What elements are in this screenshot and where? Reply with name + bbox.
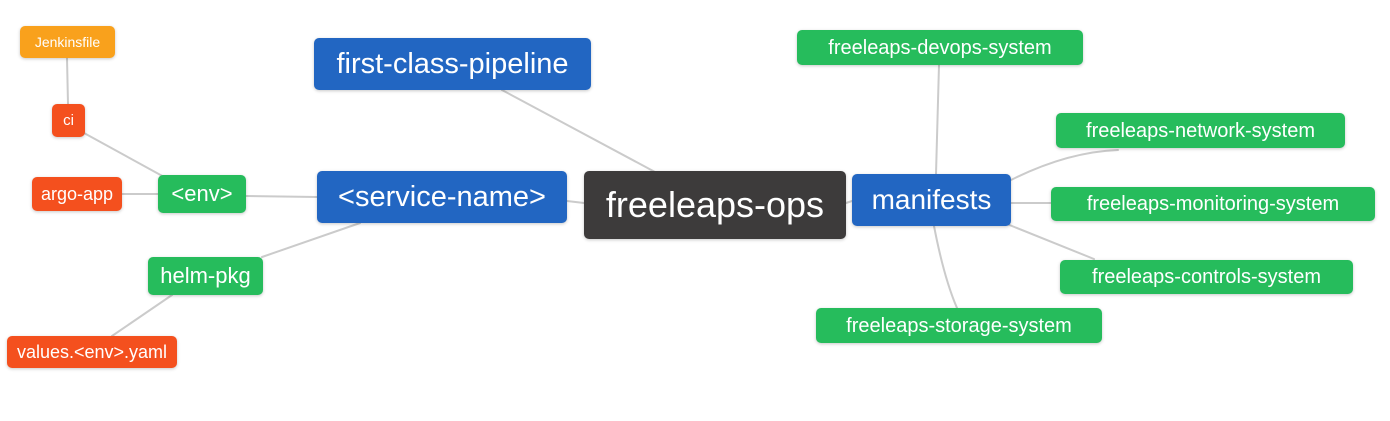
node-env[interactable]: <env> [158,175,246,213]
node-freeleaps-monitoring-system[interactable]: freeleaps-monitoring-system [1051,187,1375,221]
node-helm-pkg[interactable]: helm-pkg [148,257,263,295]
node-freeleaps-controls-system[interactable]: freeleaps-controls-system [1060,260,1353,294]
node-manifests[interactable]: manifests [852,174,1011,226]
edge-servicename-helmpkg [261,222,361,258]
node-freeleaps-network-system[interactable]: freeleaps-network-system [1056,113,1345,148]
node-freeleaps-devops-system[interactable]: freeleaps-devops-system [797,30,1083,65]
edge-manifests-controls [1006,223,1095,260]
edge-env-servicename [245,195,318,198]
edge-manifests-storage [933,225,958,309]
edge-helmpkg-values [111,294,173,337]
edge-jenkinsfile-ci [66,57,69,105]
node-jenkinsfile[interactable]: Jenkinsfile [20,26,115,58]
node-service-name[interactable]: <service-name> [317,171,567,223]
node-freeleaps-ops[interactable]: freeleaps-ops [584,171,846,239]
node-first-class-pipeline[interactable]: first-class-pipeline [314,38,591,90]
edge-ci-env [83,132,167,179]
edge-servicename-ops [566,200,585,204]
edge-ops-manifests [845,200,853,204]
edge-manifests-network [1008,149,1119,182]
node-values-env-yaml[interactable]: values.<env>.yaml [7,336,177,368]
edge-manifests-devops [935,64,940,175]
node-freeleaps-storage-system[interactable]: freeleaps-storage-system [816,308,1102,343]
edge-pipeline-ops [501,89,656,173]
node-argo-app[interactable]: argo-app [32,177,122,211]
node-ci[interactable]: ci [52,104,85,137]
